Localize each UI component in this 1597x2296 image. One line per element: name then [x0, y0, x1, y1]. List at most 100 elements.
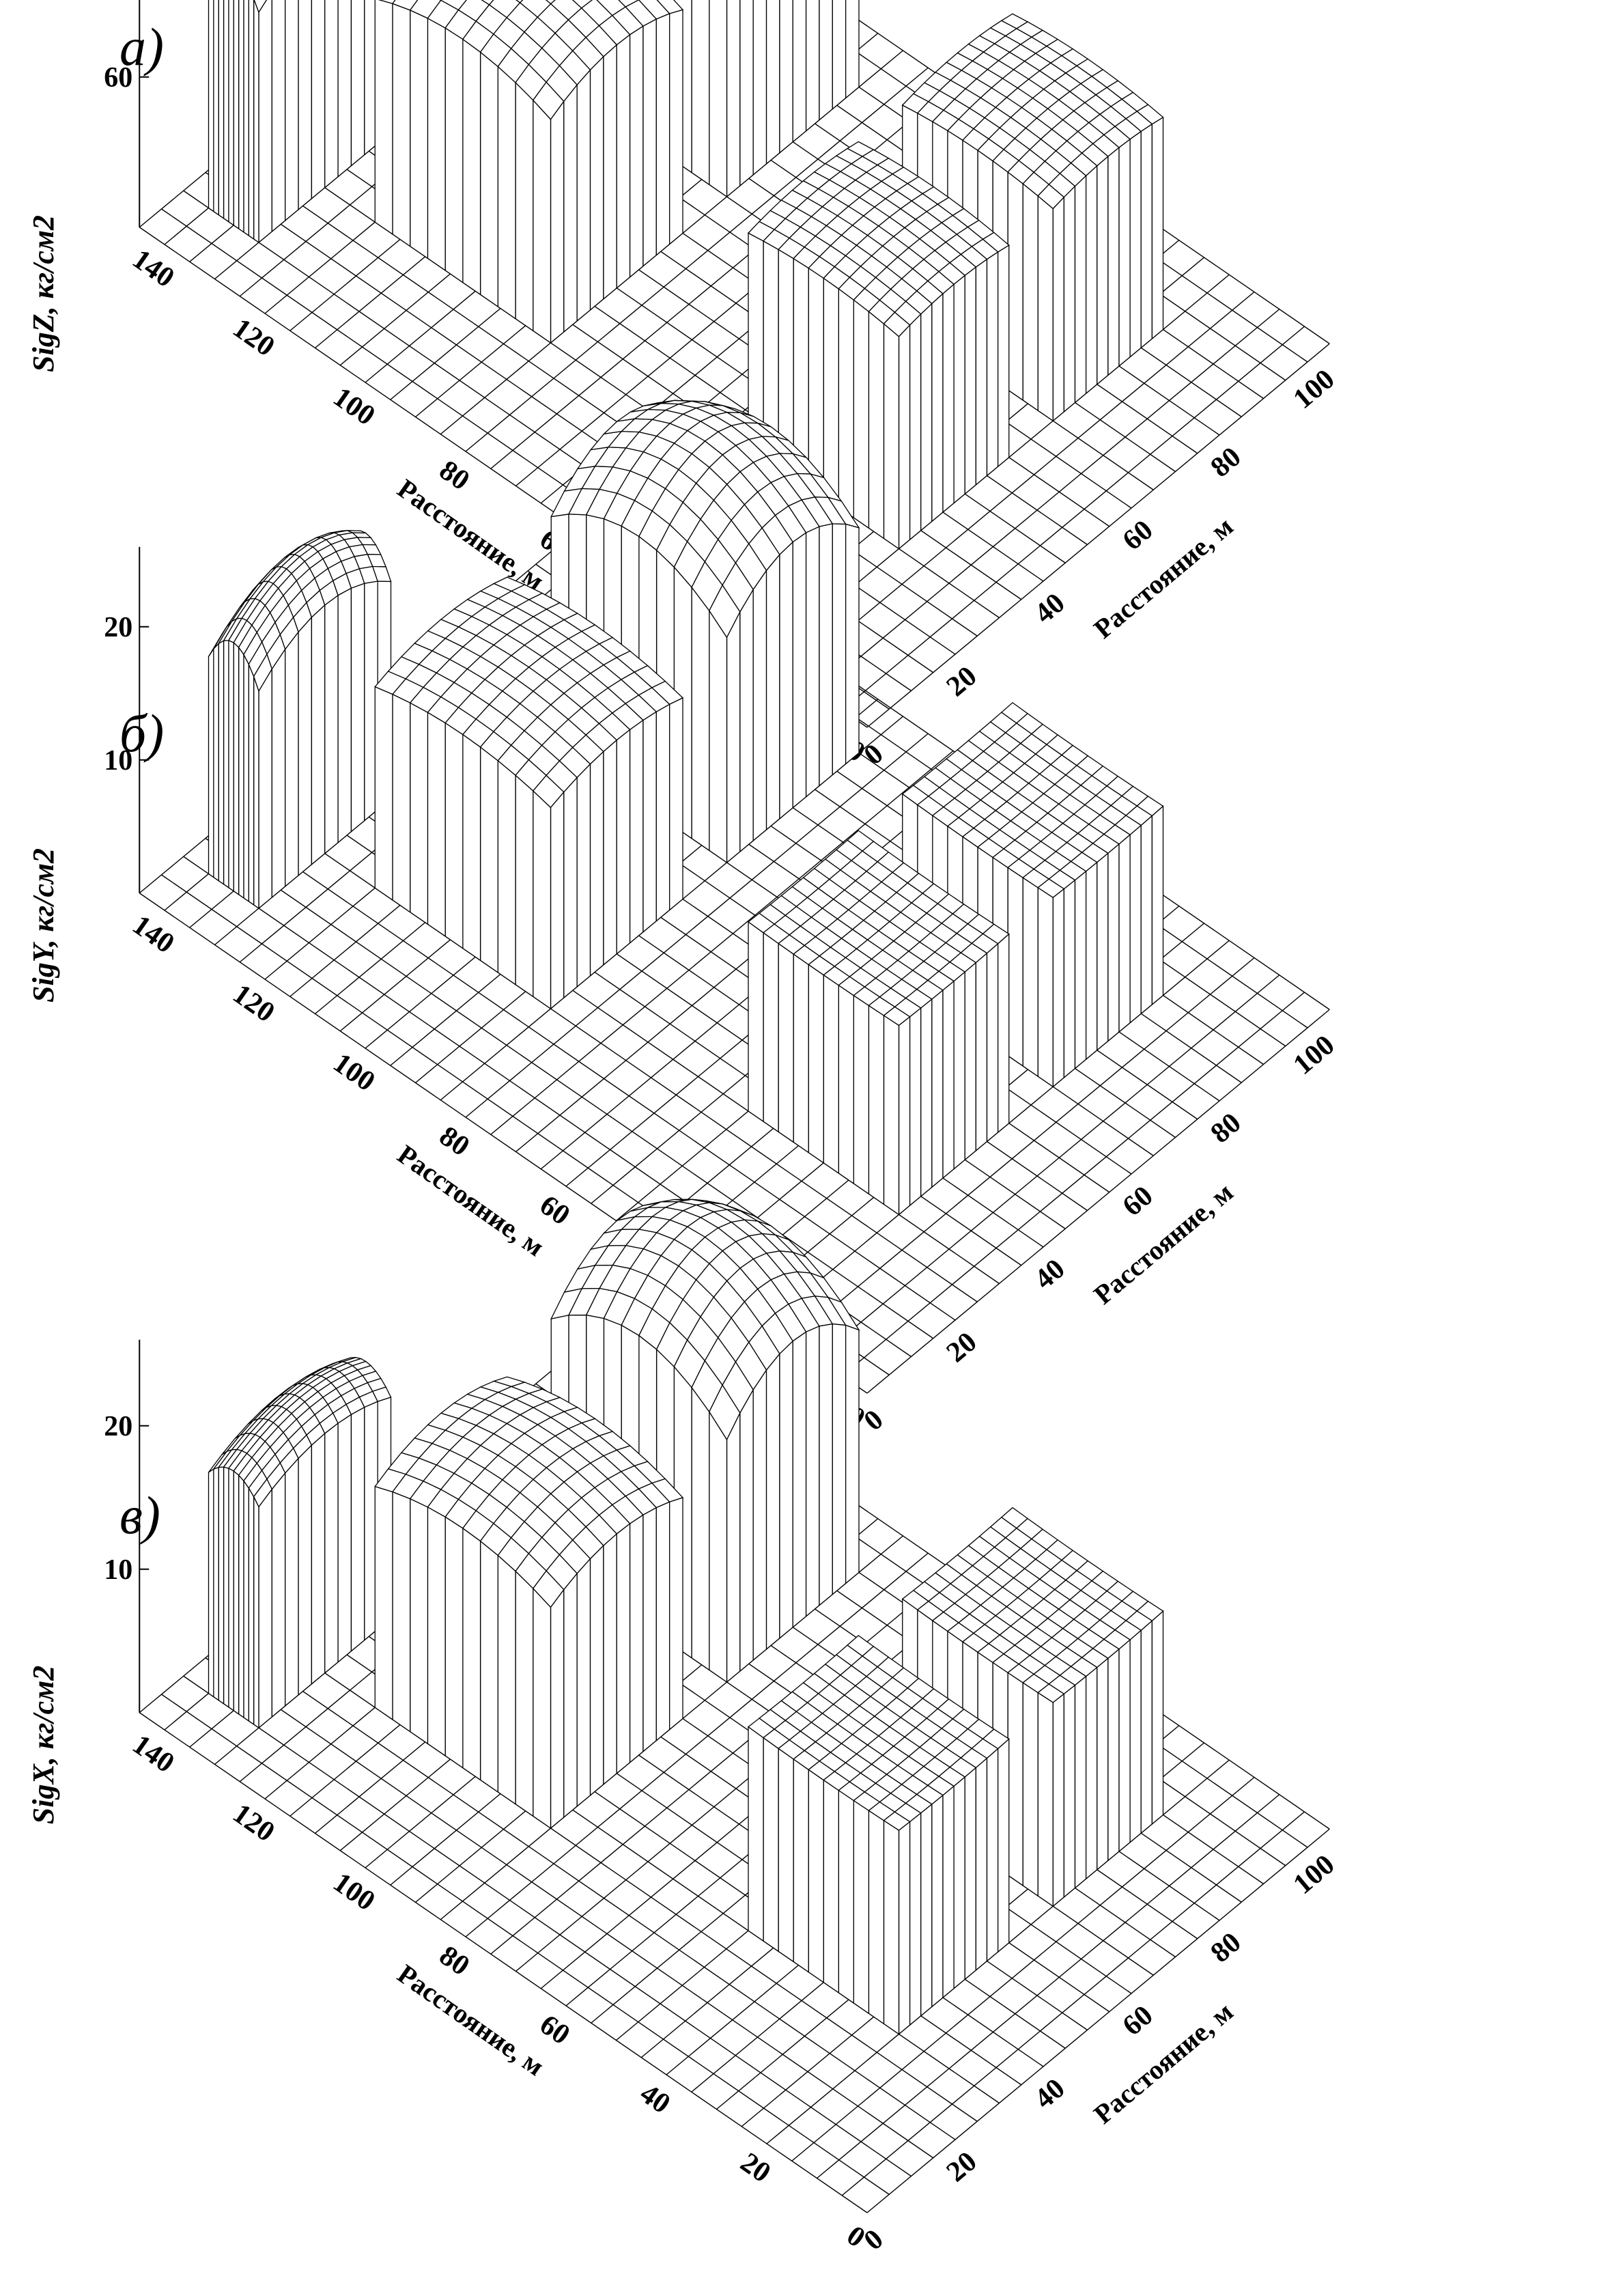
- wall-facet: [832, 524, 845, 775]
- wall-facet: [617, 1524, 630, 1774]
- wall-facet: [630, 26, 643, 277]
- wall-facet: [325, 0, 338, 188]
- wall-facet: [1008, 867, 1023, 1066]
- wall-facet: [753, 0, 766, 175]
- wall-facet: [808, 1769, 823, 1982]
- wall-facet: [591, 57, 604, 310]
- wall-facet: [214, 643, 218, 880]
- wall-facet: [1086, 166, 1097, 393]
- wall-facet: [838, 289, 853, 518]
- wall-facet: [656, 1502, 669, 1740]
- wall-facet: [239, 1475, 244, 1718]
- wall-facet: [778, 1748, 793, 1961]
- wall-facet: [1108, 148, 1119, 375]
- wall-facet: [533, 100, 551, 343]
- wall-facet: [498, 66, 515, 318]
- wall-facet: [643, 19, 656, 266]
- wall-facet: [254, 676, 259, 908]
- wall-facet: [727, 1413, 740, 1682]
- wall-facet: [832, 0, 845, 109]
- wall-facet: [910, 1813, 921, 2025]
- wall-facet: [670, 10, 683, 244]
- wall-facet: [943, 284, 954, 512]
- wall-facet: [998, 934, 1009, 1132]
- wall-facet: [899, 1017, 910, 1215]
- wall-facet: [846, 524, 859, 764]
- wall-facet: [838, 1791, 853, 2003]
- wall-facet: [1053, 1694, 1064, 1906]
- wall-facet: [325, 596, 338, 854]
- wall-facet: [740, 0, 753, 186]
- wall-facet: [298, 1445, 311, 1695]
- wall-facet: [410, 703, 428, 924]
- wall-facet: [921, 1804, 932, 2016]
- wall-facet: [932, 294, 943, 521]
- wall-facet: [393, 1492, 410, 1732]
- wall-facet: [727, 612, 740, 863]
- wall-facet: [899, 1822, 910, 2034]
- wall-facet: [763, 1738, 778, 1952]
- wall-facet: [229, 0, 234, 225]
- wall-facet: [932, 1795, 943, 2007]
- wall-facet: [987, 252, 998, 476]
- wall-facet: [564, 777, 577, 997]
- wall-facet: [515, 775, 533, 996]
- wall-facet: [793, 1332, 806, 1627]
- wall-facet: [943, 981, 954, 1178]
- wall-facet: [1130, 825, 1141, 1022]
- wall-facet: [643, 1508, 656, 1752]
- panel-label: а): [119, 17, 164, 76]
- wall-facet: [670, 698, 683, 910]
- wall-facet: [965, 1767, 976, 1979]
- wall-facet: [780, 1341, 793, 1638]
- wall-facet: [533, 1588, 551, 1828]
- wall-facet: [259, 669, 272, 908]
- wall-facet: [427, 1507, 445, 1756]
- wall-facet: [515, 83, 533, 331]
- wall-facet: [254, 0, 259, 242]
- wall-facet: [604, 1534, 617, 1784]
- wall-facet: [445, 28, 463, 283]
- wall-facet: [272, 0, 285, 232]
- wall-facet: [1130, 1630, 1141, 1842]
- wall-facet: [753, 1370, 766, 1660]
- wall-facet: [910, 314, 921, 540]
- z-axis-label: SigZ, кг/см2: [27, 215, 60, 372]
- wall-facet: [1064, 1685, 1075, 1897]
- wall-facet: [234, 0, 238, 229]
- wall-facet: [910, 1008, 921, 1205]
- wall-facet: [954, 1777, 965, 1989]
- wall-facet: [976, 1759, 987, 1970]
- wall-facet: [1075, 176, 1086, 402]
- wall-facet: [338, 1414, 351, 1662]
- wall-facet: [793, 954, 808, 1153]
- wall-facet: [214, 1468, 218, 1700]
- wall-facet: [564, 1573, 577, 1817]
- z-tick-label: 20: [104, 1411, 132, 1442]
- wall-facet: [311, 0, 324, 199]
- wall-facet: [214, 0, 218, 215]
- wall-facet: [853, 300, 868, 528]
- wall-facet: [1108, 1649, 1119, 1861]
- wall-facet: [427, 712, 445, 936]
- wall-facet: [868, 311, 884, 538]
- wall-facet: [692, 587, 709, 850]
- wall-facet: [778, 944, 793, 1143]
- wall-facet: [1152, 806, 1163, 1004]
- wall-facet: [1119, 1640, 1130, 1851]
- wall-facet: [224, 641, 229, 888]
- wall-facet: [410, 1499, 428, 1744]
- wall-facet: [819, 1324, 832, 1606]
- wall-facet: [1023, 1683, 1038, 1896]
- wall-facet: [954, 972, 965, 1169]
- wall-facet: [1141, 124, 1152, 348]
- wall-facet: [393, 695, 410, 912]
- wall-facet: [806, 0, 819, 131]
- wall-facet: [998, 1739, 1009, 1952]
- wall-facet: [1038, 888, 1053, 1087]
- wall-facet: [244, 1481, 249, 1721]
- wall-facet: [285, 1458, 298, 1706]
- wall-facet: [1086, 863, 1097, 1060]
- wall-facet: [838, 985, 853, 1184]
- wall-facet: [643, 712, 656, 932]
